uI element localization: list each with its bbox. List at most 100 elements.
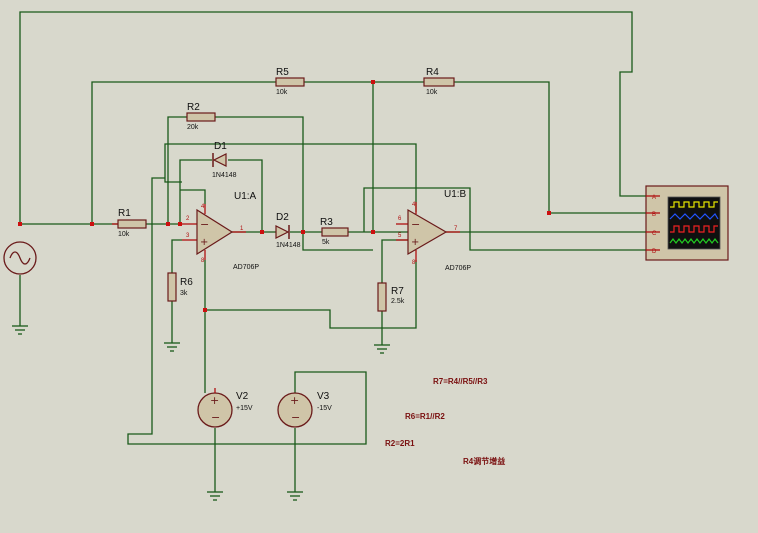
resistor-r1[interactable]: R1 10k [112,208,147,238]
wire-v3-loop [127,177,367,445]
u1b-pin-6: 6 [398,216,402,222]
ground-icon [164,342,180,352]
ground-icon [287,491,303,501]
r3-ref: R3 [320,217,333,228]
junction-dot [90,222,94,226]
note-r6: R6=R1//R2 [405,412,445,421]
junction-dot [371,80,375,84]
scope-channel-b: B [652,212,656,218]
r7-value: 2.5k [391,298,405,305]
r1-value: 10k [118,231,130,238]
wire-top-loop [19,11,650,224]
r4-value: 10k [426,89,438,96]
u1a-pin-3: 3 [186,233,190,239]
r4-ref: R4 [426,67,439,78]
d1-value: 1N4148 [212,172,237,179]
r6-ref: R6 [180,277,193,288]
junction-dot [260,230,264,234]
r2-value: 20k [187,124,199,131]
wire-u1a-plus [171,239,182,273]
svg-text:−: − [291,411,300,424]
oscilloscope[interactable]: A B C D [645,185,729,261]
ground-icon [374,344,390,354]
u1a-value: AD706P [233,264,259,271]
resistor-r2[interactable]: R2 20k [186,102,216,131]
wire-u1b-plus [381,239,408,283]
wire-scope-d [469,232,650,251]
resistor-r3[interactable]: R3 5k [320,217,349,246]
u1a-pin-8: 8 [201,258,205,264]
junction-dot [301,230,305,234]
u1b-pin-5: 5 [398,233,402,239]
wire-r2-right [215,116,373,251]
dc-source-v2[interactable]: + − V2 +15V [197,388,253,428]
scope-trace-c [670,225,718,233]
u1a-pin-2: 2 [186,216,190,222]
wire-u1b-fb [363,187,471,232]
dc-source-v3[interactable]: + − V3 -15V [277,391,332,428]
wire-r5-left [91,81,276,224]
u1b-pin-4: 4 [412,202,416,208]
u1b-pin-8: 8 [412,260,416,266]
r3-value: 5k [322,239,330,246]
r5-value: 10k [276,89,288,96]
wire-u1b-vpos [164,143,417,212]
u1a-pin-4: 4 [201,204,205,210]
opamp-u1a[interactable]: − + 2 3 1 4 8 U1:A AD706P [182,191,259,271]
u1a-pin-1: 1 [240,226,244,232]
junction-dot [371,230,375,234]
annotations: R7=R4//R5//R3 R6=R1//R2 R2=2R1 R4调节增益 [385,377,505,466]
wire-r2-left [167,116,187,224]
note-r4: R4调节增益 [463,456,505,466]
svg-text:+: + [200,237,208,248]
d2-value: 1N4148 [276,242,301,249]
wires [19,11,650,492]
r6-value: 3k [180,290,188,297]
r2-ref: R2 [187,102,200,113]
note-r2: R2=2R1 [385,439,415,448]
v2-ref: V2 [236,391,249,402]
note-r7: R7=R4//R5//R3 [433,377,488,386]
diode-d2[interactable]: D2 1N4148 [275,212,301,249]
scope-trace-b [669,213,719,220]
junction-dot [166,222,170,226]
v3-value: -15V [317,405,332,412]
u1a-ref: U1:A [234,191,257,202]
scope-channel-c: C [652,231,657,237]
scope-trace-a [670,201,718,208]
u1b-ref: U1:B [444,189,467,200]
svg-text:−: − [200,218,209,231]
junctions [18,80,551,312]
u1b-pin-7: 7 [454,226,458,232]
resistor-r6[interactable]: R6 3k [167,272,193,302]
scope-trace-d [669,238,719,244]
svg-text:+: + [290,394,299,407]
ac-source[interactable] [3,241,37,275]
wire-d1-right [228,159,263,232]
resistor-r4[interactable]: R4 10k [423,67,455,96]
opamp-u1b[interactable]: − + 6 5 7 4 8 U1:B AD706P [396,189,471,272]
ground-icon [12,325,28,335]
junction-dot [18,222,22,226]
junction-dot [178,222,182,226]
wire-u1a-vpos [180,189,206,204]
svg-text:+: + [411,237,419,248]
wire-u1b-vneg [205,260,417,329]
ground-icon [207,491,223,501]
junction-dot [203,308,207,312]
svg-text:−: − [411,218,420,231]
scope-channel-a: A [652,195,656,201]
u1b-value: AD706P [445,265,471,272]
wire-r4-right [454,81,550,213]
diode-d1[interactable]: D1 1N4148 [212,141,237,179]
d2-ref: D2 [276,212,289,223]
v2-value: +15V [236,405,253,412]
junction-dot [547,211,551,215]
r5-ref: R5 [276,67,289,78]
wire-d1-left [179,159,212,224]
resistor-r7[interactable]: R7 2.5k [377,282,405,312]
resistor-r5[interactable]: R5 10k [275,67,305,96]
r7-ref: R7 [391,286,404,297]
